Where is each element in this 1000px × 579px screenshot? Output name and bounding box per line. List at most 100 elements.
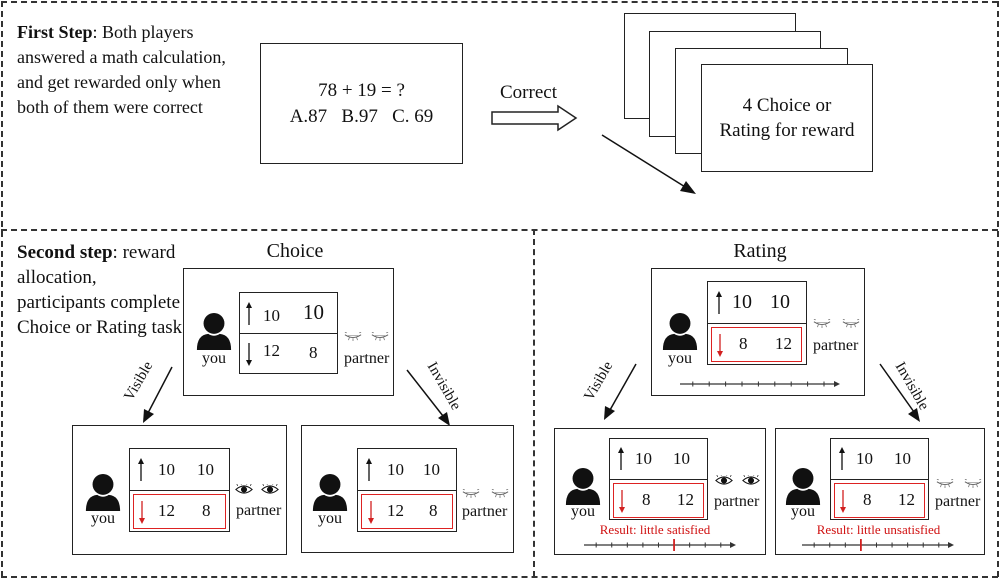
partner-eye-closed-icon xyxy=(462,489,480,498)
arrow-up-icon xyxy=(617,447,625,471)
math-equation: 78 + 19 = ? xyxy=(318,79,405,101)
reward-card-front: 4 Choice or Rating for reward xyxy=(701,64,873,172)
option-self-value: 8 xyxy=(642,490,651,509)
option-other-value: 8 xyxy=(309,343,318,362)
you-label: you xyxy=(791,503,815,520)
partner-eye-closed-icon xyxy=(344,332,362,341)
you-avatar-icon xyxy=(784,467,822,505)
answer-option-b: B.97 xyxy=(341,105,378,127)
second-step-text: : reward allocation, participants comple… xyxy=(17,242,183,338)
arrow-up-icon xyxy=(137,458,145,482)
correct-arrow-icon xyxy=(491,104,578,132)
allocation-option-up: 10 10 xyxy=(831,439,928,480)
rating-scale-slider[interactable] xyxy=(584,539,736,551)
allocation-option-up: 10 10 xyxy=(708,282,806,324)
option-self-value: 12 xyxy=(158,501,175,520)
second-step-heading: Second step xyxy=(17,242,113,263)
partner-label: partner xyxy=(935,493,981,510)
rating-invisible-arrow-icon xyxy=(879,363,920,422)
you-label: you xyxy=(668,350,692,367)
you-avatar-icon xyxy=(661,312,699,350)
allocation-options-table: 10 10 8 12 xyxy=(707,281,807,365)
option-self-value: 10 xyxy=(635,449,652,468)
partner-label: partner xyxy=(344,350,390,367)
option-self-value: 10 xyxy=(387,460,404,479)
rating-scale-slider[interactable] xyxy=(680,379,840,389)
option-self-value: 10 xyxy=(856,449,873,468)
you-label: you xyxy=(202,350,226,367)
scale-arrowhead-icon xyxy=(730,542,736,548)
rating-result-text: Result: little unsatisfied xyxy=(816,522,941,537)
rating-visible-screen: you 10 10 8 12 partner Result: little sa… xyxy=(554,428,766,555)
partner-label: partner xyxy=(714,493,760,510)
choice-invisible-screen: you 10 10 12 8 partner xyxy=(301,425,514,553)
panel-divider-vertical xyxy=(533,229,535,577)
allocation-option-up[interactable]: 10 10 xyxy=(130,449,229,491)
reward-card-line2: Rating for reward xyxy=(719,120,855,141)
option-other-value: 10 xyxy=(673,449,690,468)
panel-border-left xyxy=(1,1,3,577)
arrow-down-icon xyxy=(245,342,253,366)
option-other-value: 10 xyxy=(423,460,440,479)
math-question-card: 78 + 19 = ? A.87 B.97 C. 69 xyxy=(260,43,463,164)
you-avatar-icon xyxy=(311,473,349,511)
you-label: you xyxy=(91,510,115,527)
answer-option-a: A.87 xyxy=(289,105,328,127)
allocation-options-table: 10 10 12 8 xyxy=(357,448,457,532)
arrow-down-red-icon xyxy=(716,333,724,357)
allocation-options-table: 10 10 12 8 xyxy=(239,292,338,374)
you-avatar-icon xyxy=(564,467,602,505)
panel-border-right xyxy=(997,1,999,577)
selected-allocation-option[interactable]: 12 8 xyxy=(361,494,453,529)
arrow-up-icon xyxy=(838,447,846,471)
selected-allocation-option: 8 12 xyxy=(711,327,802,362)
panel-border-bottom xyxy=(1,576,998,578)
correct-label: Correct xyxy=(500,82,557,103)
partner-label: partner xyxy=(236,502,282,519)
arrow-up-icon xyxy=(245,302,253,326)
partner-label: partner xyxy=(813,337,859,354)
you-label: you xyxy=(571,503,595,520)
option-self-value: 8 xyxy=(739,334,748,353)
partner-label: partner xyxy=(462,503,508,520)
option-self-value: 10 xyxy=(263,306,280,325)
next-step-arrow-icon xyxy=(601,134,696,194)
allocation-option-up: 10 10 xyxy=(610,439,707,480)
allocation-option-up[interactable]: 10 10 xyxy=(240,293,337,334)
panel-border-top xyxy=(1,1,998,3)
allocation-option-down[interactable]: 12 8 xyxy=(240,334,337,374)
allocation-option-up[interactable]: 10 10 xyxy=(358,449,456,491)
you-label: you xyxy=(318,510,342,527)
answer-option-c: C. 69 xyxy=(392,105,434,127)
you-avatar-icon xyxy=(195,312,233,350)
option-self-value: 10 xyxy=(158,460,175,479)
partner-eye-closed-icon xyxy=(964,479,982,488)
allocation-options-table: 10 10 12 8 xyxy=(129,448,230,532)
you-avatar-icon xyxy=(84,473,122,511)
option-self-value: 12 xyxy=(387,501,404,520)
rating-scale-slider[interactable] xyxy=(802,539,954,551)
reward-card-line1: 4 Choice or xyxy=(742,95,832,116)
option-self-value: 10 xyxy=(732,291,752,313)
arrow-down-red-icon xyxy=(138,500,146,524)
answer-options: A.87 B.97 C. 69 xyxy=(290,104,434,130)
option-other-value: 10 xyxy=(303,300,324,324)
partner-eye-closed-icon xyxy=(842,319,860,328)
option-other-value: 12 xyxy=(775,334,792,353)
first-step-description: First Step: Both players answered a math… xyxy=(17,20,227,120)
partner-eye-closed-icon xyxy=(813,319,831,328)
allocation-options-table: 10 10 8 12 xyxy=(609,438,708,520)
rating-visible-arrow-icon xyxy=(604,363,637,420)
second-step-description: Second step: reward allocation, particip… xyxy=(17,240,187,340)
arrow-down-red-icon xyxy=(839,489,847,513)
rating-main-screen: you 10 10 8 12 partner xyxy=(651,268,865,396)
selected-allocation-option[interactable]: 12 8 xyxy=(133,494,226,529)
choice-invisible-arrow-icon xyxy=(406,369,450,426)
rating-result-text: Result: little satisfied xyxy=(599,522,711,537)
selected-allocation-option: 8 12 xyxy=(613,483,704,518)
option-other-value: 8 xyxy=(202,501,211,520)
partner-eye-closed-icon xyxy=(491,489,509,498)
choice-title: Choice xyxy=(266,240,324,262)
allocation-options-table: 10 10 8 12 xyxy=(830,438,929,520)
option-other-value: 8 xyxy=(429,501,438,520)
